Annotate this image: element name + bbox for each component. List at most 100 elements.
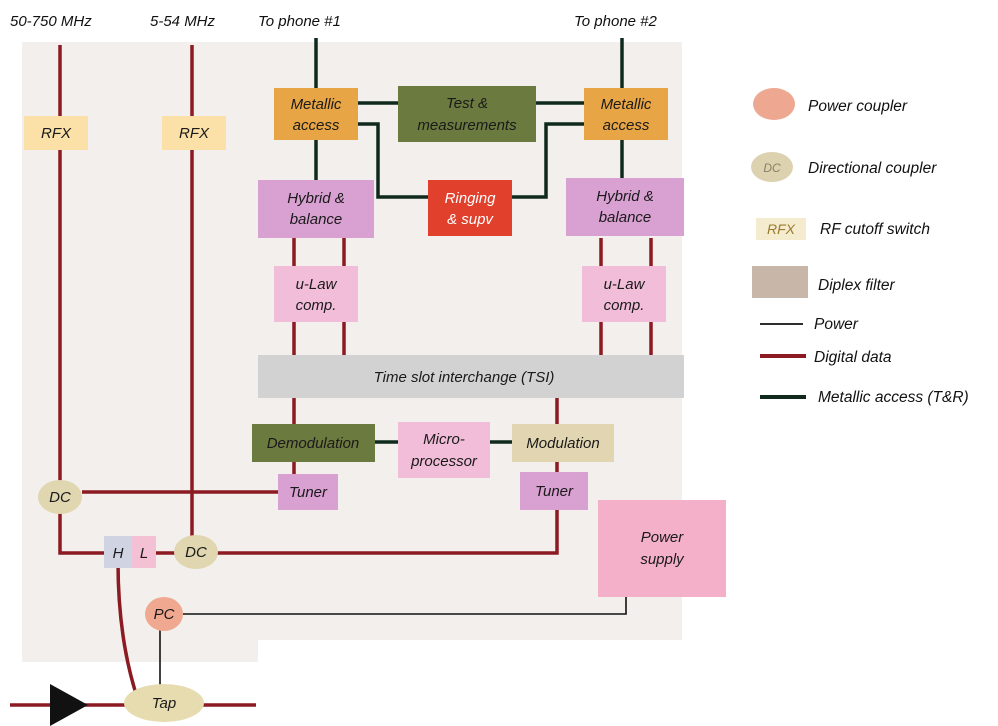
digital-line-dc-to-modulation	[214, 510, 559, 555]
power-coupler-label: PC	[154, 606, 175, 623]
legend-power-label: Power	[814, 316, 859, 333]
digital-line-high-band	[58, 45, 112, 555]
rfx-right-box: RFX	[162, 116, 226, 150]
metallic-access-right-rect	[584, 88, 668, 140]
metallic-access-left-rect	[274, 88, 358, 140]
test-measurements-line1: Test &	[446, 95, 488, 112]
hybrid-balance-left-line1: Hybrid &	[287, 190, 345, 207]
metallic-access-right-line2: access	[603, 117, 650, 134]
metallic-access-right-line1: Metallic	[601, 96, 652, 113]
tsi-label: Time slot interchange (TSI)	[374, 369, 555, 386]
rfx-left-box: RFX	[24, 116, 88, 150]
ulaw-comp-left-rect	[274, 266, 358, 322]
rfx-right-label: RFX	[179, 125, 210, 142]
tuner-left-rect	[278, 474, 338, 510]
diplex-filter-h-label: H	[113, 545, 124, 562]
legend-rf-cutoff-icon	[756, 218, 806, 240]
hybrid-balance-right-line1: Hybrid &	[596, 188, 654, 205]
power-supply-box: Power supply	[598, 500, 726, 597]
microprocessor-box: Micro- processor	[398, 422, 490, 478]
legend-power-coupler-label: Power coupler	[808, 98, 908, 115]
ringing-supervision-box: Ringing & supv	[428, 180, 512, 236]
power-supply-line1: Power	[641, 529, 685, 546]
power-supply-rect	[598, 500, 726, 597]
rfx-left-label: RFX	[41, 125, 72, 142]
legend-rf-cutoff-icon-text: RFX	[767, 221, 796, 237]
ulaw-comp-right-line1: u-Law	[604, 276, 646, 293]
tuner-right-label: Tuner	[535, 483, 574, 500]
legend-directional-coupler-icon	[751, 152, 793, 182]
tap-label: Tap	[152, 695, 176, 712]
legend-directional-coupler-label: Directional coupler	[808, 160, 937, 177]
diplex-filter-h-rect	[104, 536, 132, 568]
metallic-line-left-ringing	[358, 122, 428, 199]
rfx-right-rect	[162, 116, 226, 150]
tuner-left-label: Tuner	[289, 484, 328, 501]
legend-rf-cutoff-label: RF cutoff switch	[820, 221, 930, 238]
microprocessor-line2: processor	[410, 453, 478, 470]
directional-coupler-left-shape	[38, 480, 82, 514]
directional-coupler-left: DC	[38, 480, 82, 514]
demodulation-label: Demodulation	[267, 435, 360, 452]
tuner-left-box: Tuner	[278, 474, 338, 510]
power-line-pc-to-supply	[183, 597, 627, 615]
ulaw-comp-right-line2: comp.	[604, 297, 645, 314]
band-high-label: 50-750 MHz	[10, 13, 92, 30]
metallic-access-right-box: Metallic access	[584, 88, 668, 140]
tuner-right-rect	[520, 472, 588, 510]
tuner-right-box: Tuner	[520, 472, 588, 510]
power-coupler-shape	[145, 597, 183, 631]
hybrid-balance-left-line2: balance	[290, 211, 343, 228]
to-phone-2-label: To phone #2	[574, 13, 658, 30]
ulaw-comp-right-rect	[582, 266, 666, 322]
legend-metallic-label: Metallic access (T&R)	[818, 389, 969, 406]
legend: Power coupler DC Directional coupler RFX…	[751, 88, 969, 406]
legend-power-coupler-icon	[753, 88, 795, 120]
ulaw-comp-right-box: u-Law comp.	[582, 266, 666, 322]
metallic-access-lines	[314, 38, 624, 444]
microprocessor-line1: Micro-	[423, 431, 465, 448]
legend-diplex-filter-label: Diplex filter	[818, 277, 895, 294]
hybrid-balance-left-rect	[258, 180, 374, 238]
diplex-filter-l-label: L	[140, 545, 148, 562]
directional-coupler-right-label: DC	[185, 544, 207, 561]
hybrid-balance-right-box: Hybrid & balance	[566, 178, 684, 236]
ringing-supervision-line2: & supv	[447, 211, 494, 228]
power-supply-line2: supply	[640, 551, 685, 568]
metallic-access-left-line1: Metallic	[291, 96, 342, 113]
test-measurements-rect	[398, 86, 536, 142]
ringing-supervision-line1: Ringing	[445, 190, 497, 207]
test-measurements-line2: measurements	[417, 117, 517, 134]
tap-shape	[124, 684, 204, 722]
ulaw-comp-left-box: u-Law comp.	[274, 266, 358, 322]
demodulation-rect	[252, 424, 375, 462]
power-coupler: PC	[145, 597, 183, 631]
diplex-filter: H L	[104, 536, 156, 568]
metallic-access-left-box: Metallic access	[274, 88, 358, 140]
rfx-left-rect	[24, 116, 88, 150]
tap: Tap	[124, 684, 204, 722]
modulation-rect	[512, 424, 614, 462]
band-low-label: 5-54 MHz	[150, 13, 216, 30]
modulation-label: Modulation	[526, 435, 599, 452]
metallic-access-left-line2: access	[293, 117, 340, 134]
tsi-box: Time slot interchange (TSI)	[258, 355, 684, 398]
hybrid-balance-right-line2: balance	[599, 209, 652, 226]
demodulation-box: Demodulation	[252, 424, 375, 462]
legend-digital-label: Digital data	[814, 349, 892, 366]
hybrid-balance-left-box: Hybrid & balance	[258, 180, 374, 238]
to-phone-1-label: To phone #1	[258, 13, 341, 30]
legend-diplex-filter-icon	[752, 266, 808, 298]
modulation-box: Modulation	[512, 424, 614, 462]
hybrid-balance-right-rect	[566, 178, 684, 236]
directional-coupler-right: DC	[174, 535, 218, 569]
ulaw-comp-left-line1: u-Law	[296, 276, 338, 293]
ringing-supervision-rect	[428, 180, 512, 236]
directional-coupler-left-label: DC	[49, 489, 71, 506]
digital-line-h-to-tap	[116, 561, 140, 701]
amplifier-triangle-icon	[50, 684, 88, 726]
metallic-line-right-ringing	[512, 122, 584, 199]
directional-coupler-right-shape	[174, 535, 218, 569]
diplex-filter-l-rect	[132, 536, 156, 568]
